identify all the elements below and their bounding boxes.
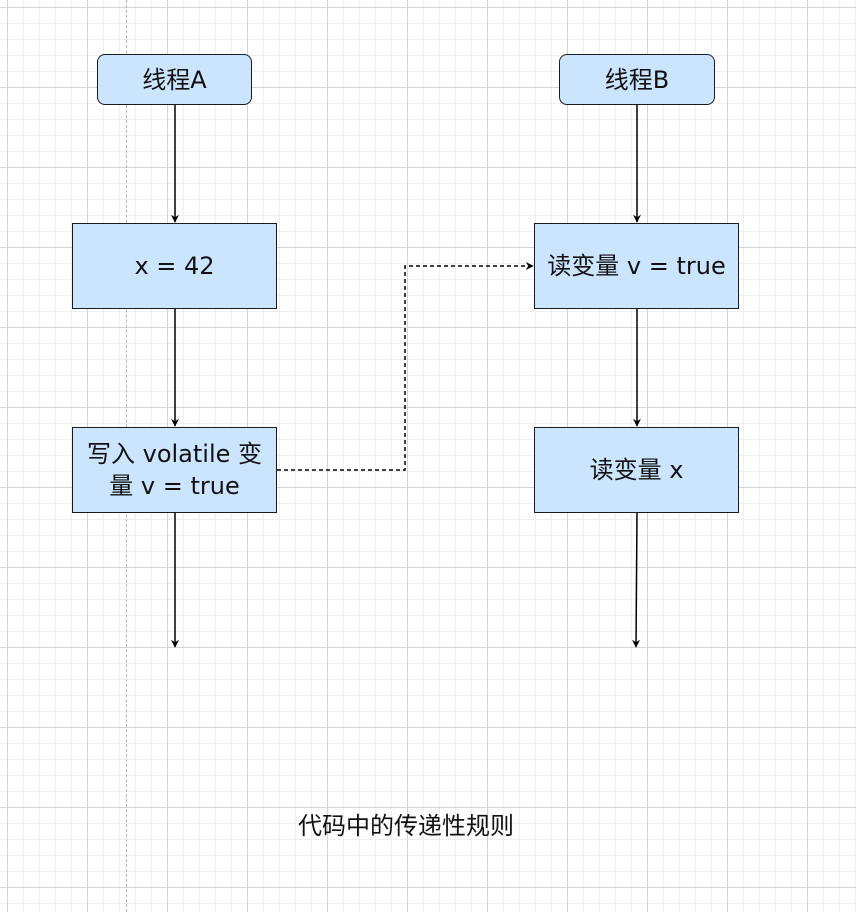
read-volatile-label: 读变量 v = true [547,252,726,280]
read-volatile-node[interactable]: 读变量 v = true [534,223,739,309]
assign-x-label: x = 42 [134,252,215,280]
thread-b-label: 线程B [604,65,670,94]
thread-a-node[interactable]: 线程A [97,54,252,105]
thread-b-node[interactable]: 线程B [559,54,715,105]
write-volatile-label: 写入 volatile 变 量 v = true [86,440,263,500]
edge-read-x-down[interactable] [632,512,641,648]
assign-x-node[interactable]: x = 42 [72,223,277,309]
thread-a-label: 线程A [142,65,207,94]
edge-happens-before-dashed[interactable] [277,262,534,471]
read-x-label: 读变量 x [589,456,684,484]
write-volatile-node[interactable]: 写入 volatile 变 量 v = true [72,427,277,513]
read-x-node[interactable]: 读变量 x [534,427,739,513]
diagram-caption: 代码中的传递性规则 [298,812,514,840]
